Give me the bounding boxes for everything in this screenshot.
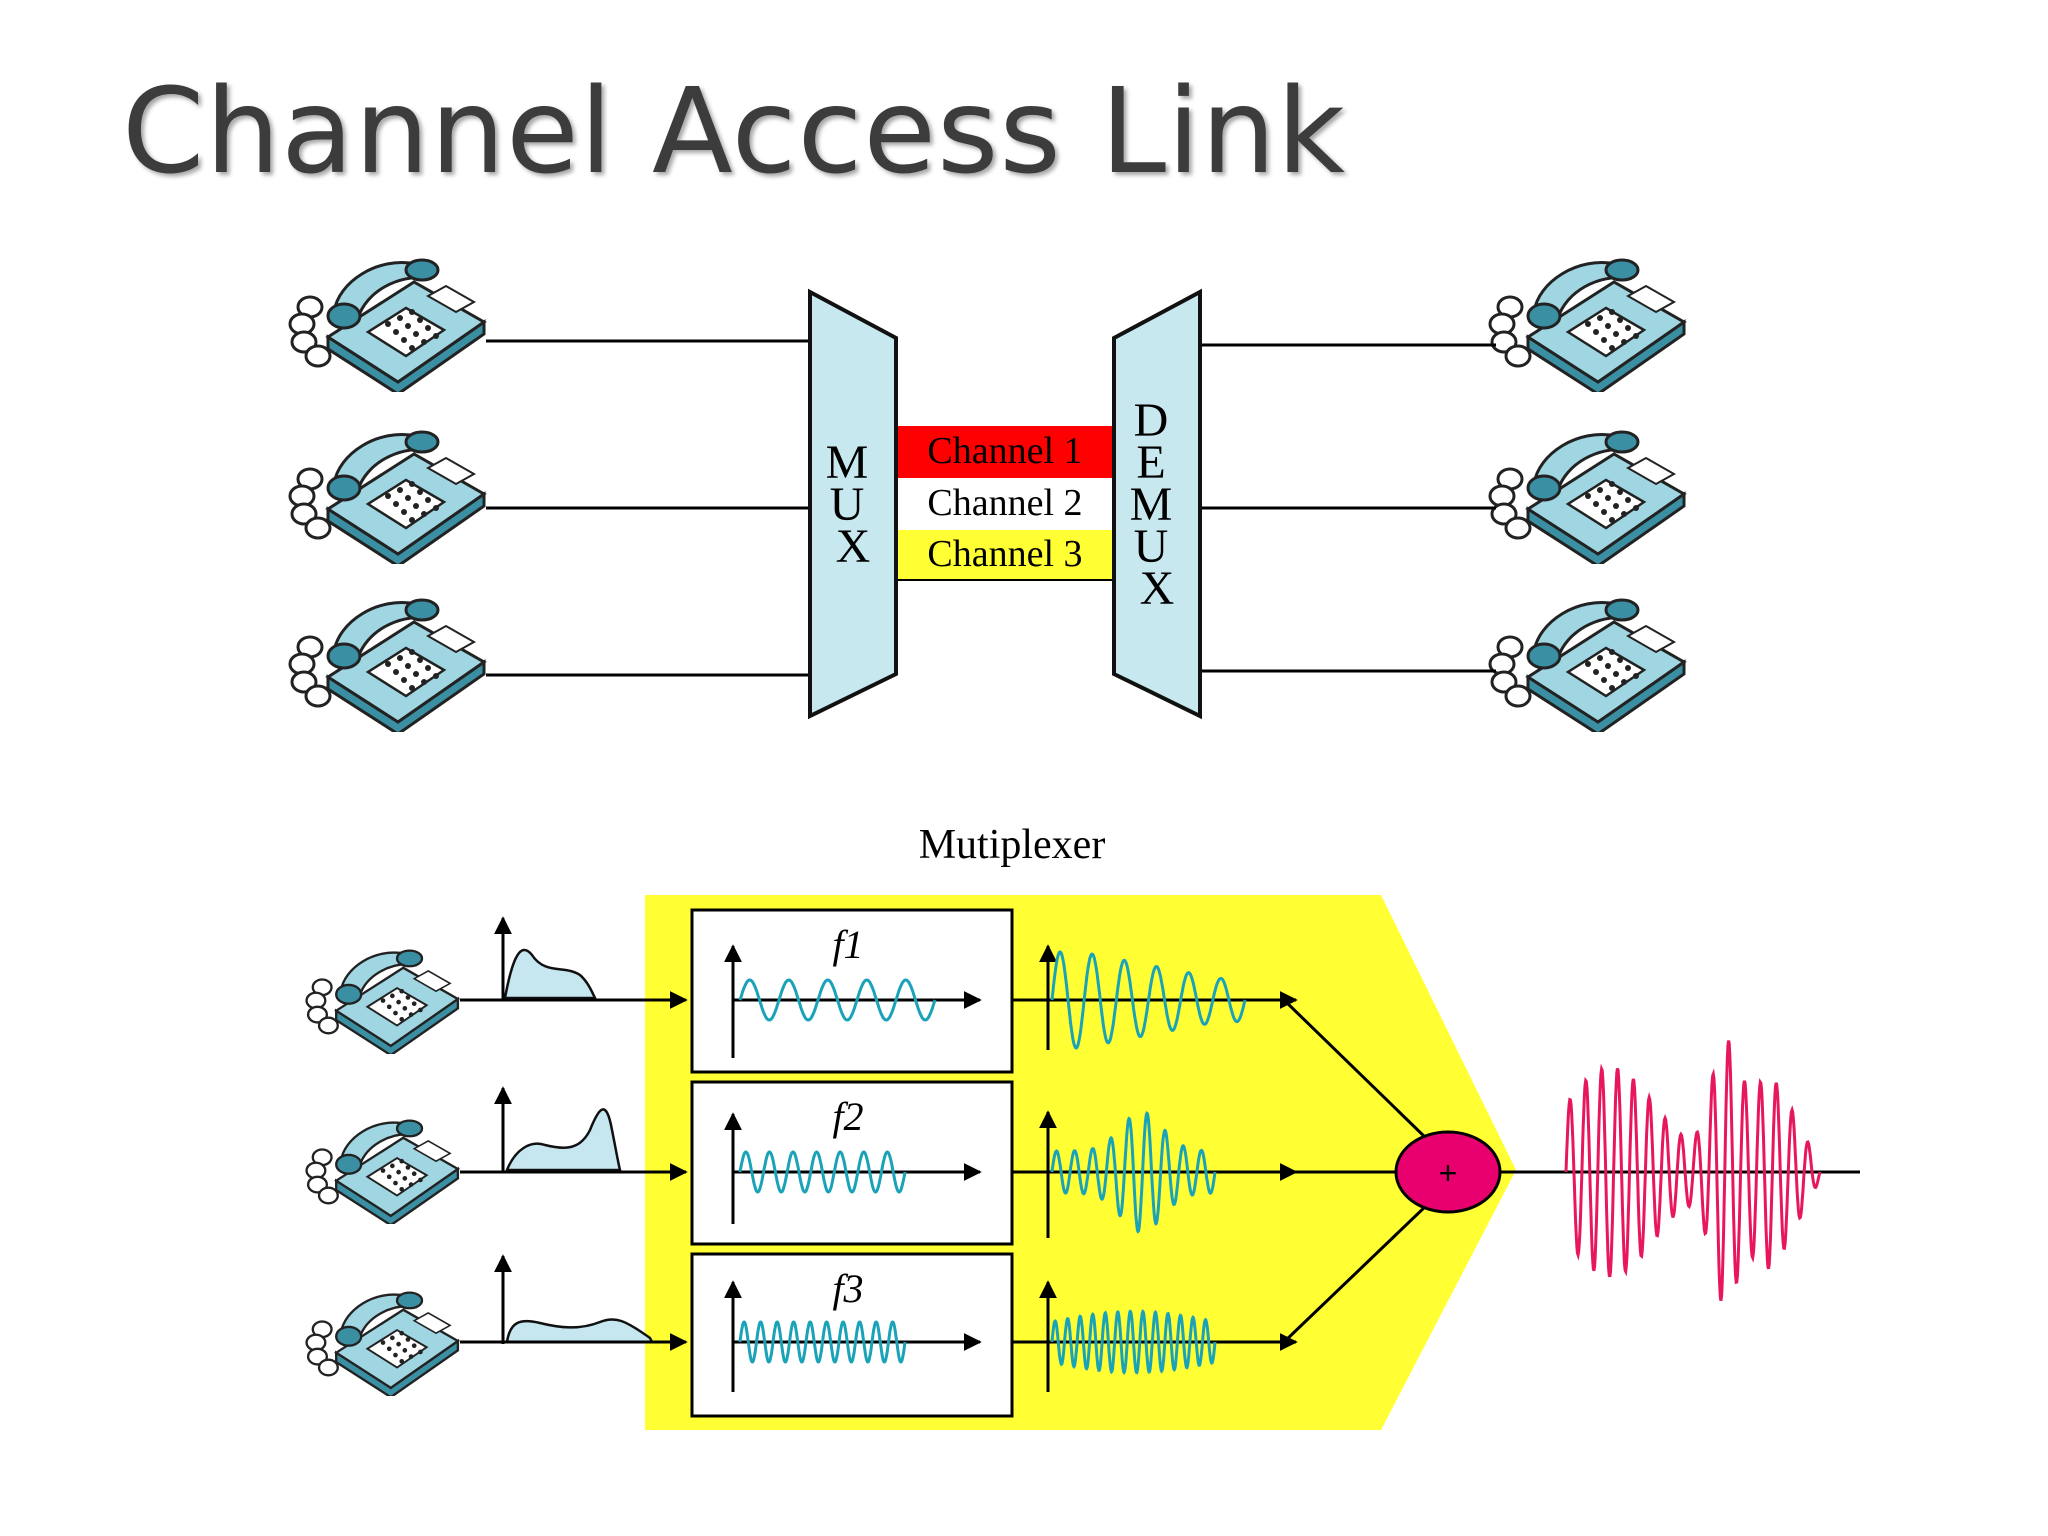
modulated-wave-2 xyxy=(1050,1110,1217,1234)
input-spectrum-2 xyxy=(505,1108,622,1172)
filter-label-f3: f3 xyxy=(832,1266,863,1311)
multiplexer-title: Mutiplexer xyxy=(919,822,1106,868)
mux-block xyxy=(808,288,898,720)
channel-3-label: Channel 3 xyxy=(927,533,1082,575)
filter-label-f1: f1 xyxy=(832,922,863,967)
filter-box-f1 xyxy=(690,908,1014,1074)
modulated-wave-1 xyxy=(1050,950,1247,1050)
input-spectrum-1 xyxy=(503,948,598,1000)
top-diagram: M U X D E M U X Channel 1 Channel 2 Chan… xyxy=(288,258,1686,732)
adder-plus: + xyxy=(1439,1155,1458,1191)
telephone-icon-right-3 xyxy=(1488,598,1686,732)
telephone-icon-input-3 xyxy=(305,1291,460,1396)
telephone-icon-input-1 xyxy=(305,949,460,1054)
telephone-icon-input-2 xyxy=(305,1119,460,1224)
telephone-icon-right-2 xyxy=(1488,430,1686,564)
channel-2-bar xyxy=(898,478,1112,530)
channel-1-bar xyxy=(898,426,1112,478)
slide-title: Channel Access Link xyxy=(122,62,1347,200)
demux-block xyxy=(1112,288,1202,720)
carrier-wave-f1 xyxy=(738,978,937,1022)
carrier-wave-f3 xyxy=(738,1320,907,1364)
filter-box-f2 xyxy=(690,1080,1014,1246)
carrier-wave-f2 xyxy=(738,1150,907,1194)
channel-3-bar xyxy=(898,530,1112,580)
filter-box-f3 xyxy=(690,1252,1014,1418)
telephone-icon-left-2 xyxy=(288,430,486,564)
telephone-icon-right-1 xyxy=(1488,258,1686,392)
channel-1-label: Channel 1 xyxy=(927,430,1082,472)
filter-label-f2: f2 xyxy=(832,1094,863,1139)
telephone-icon-left-3 xyxy=(288,598,486,732)
modulated-wave-3 xyxy=(1050,1308,1217,1376)
multiplexed-output-wave xyxy=(1564,1040,1822,1301)
bottom-diagram: Mutiplexer xyxy=(305,822,1860,1430)
input-spectrum-3 xyxy=(505,1318,655,1344)
channel-2-label: Channel 2 xyxy=(927,482,1082,524)
telephone-icon-left-1 xyxy=(288,258,486,392)
demux-label: D E M U X xyxy=(1130,394,1185,615)
mux-label: M U X xyxy=(826,436,881,573)
